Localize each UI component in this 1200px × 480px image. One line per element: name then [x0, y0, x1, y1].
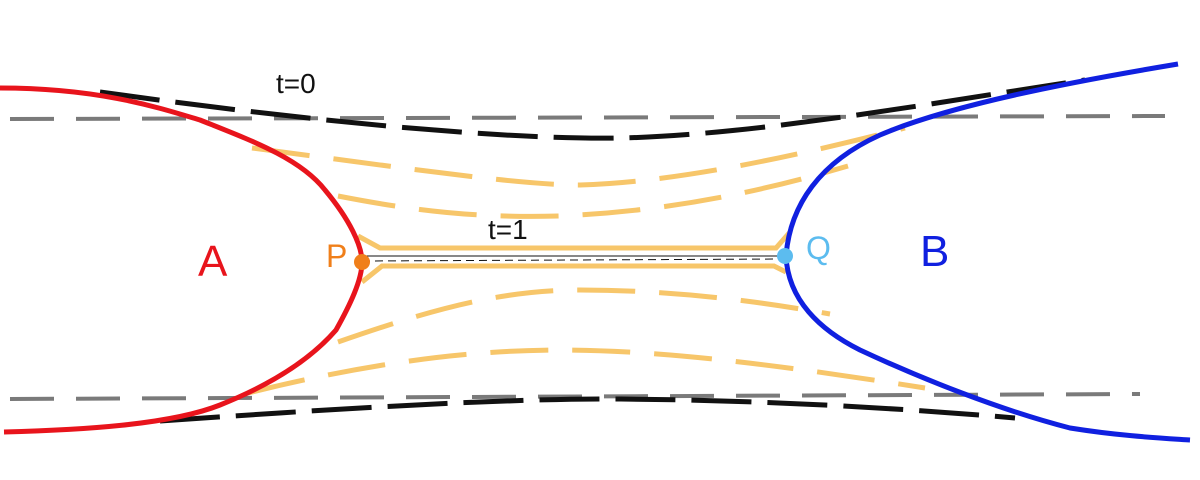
label-t0: t=0 — [276, 68, 316, 99]
label-set-b: B — [920, 227, 950, 276]
interpolation-lower-1 — [247, 347, 926, 396]
interpolation-lower-2 — [337, 287, 831, 345]
interpolation-upper-2 — [337, 163, 849, 219]
set-b-boundary — [783, 61, 1191, 443]
segment-pq-bottom — [361, 258, 785, 262]
asymptote-top — [9, 114, 1166, 121]
label-point-p: P — [326, 238, 348, 274]
point-p — [354, 254, 370, 270]
boundary-t0-bottom — [159, 396, 1016, 424]
interpolation-t1-lower — [360, 263, 788, 284]
boundary-t0-top — [99, 77, 1086, 141]
label-set-a: A — [198, 237, 228, 286]
label-point-q: Q — [806, 230, 831, 266]
point-q — [777, 248, 793, 264]
label-t1: t=1 — [488, 214, 528, 245]
set-a-boundary — [0, 85, 365, 435]
interpolation-upper-1 — [251, 125, 906, 188]
interpolation-t1-upper — [356, 230, 792, 251]
asymptote-bottom — [9, 392, 1141, 401]
